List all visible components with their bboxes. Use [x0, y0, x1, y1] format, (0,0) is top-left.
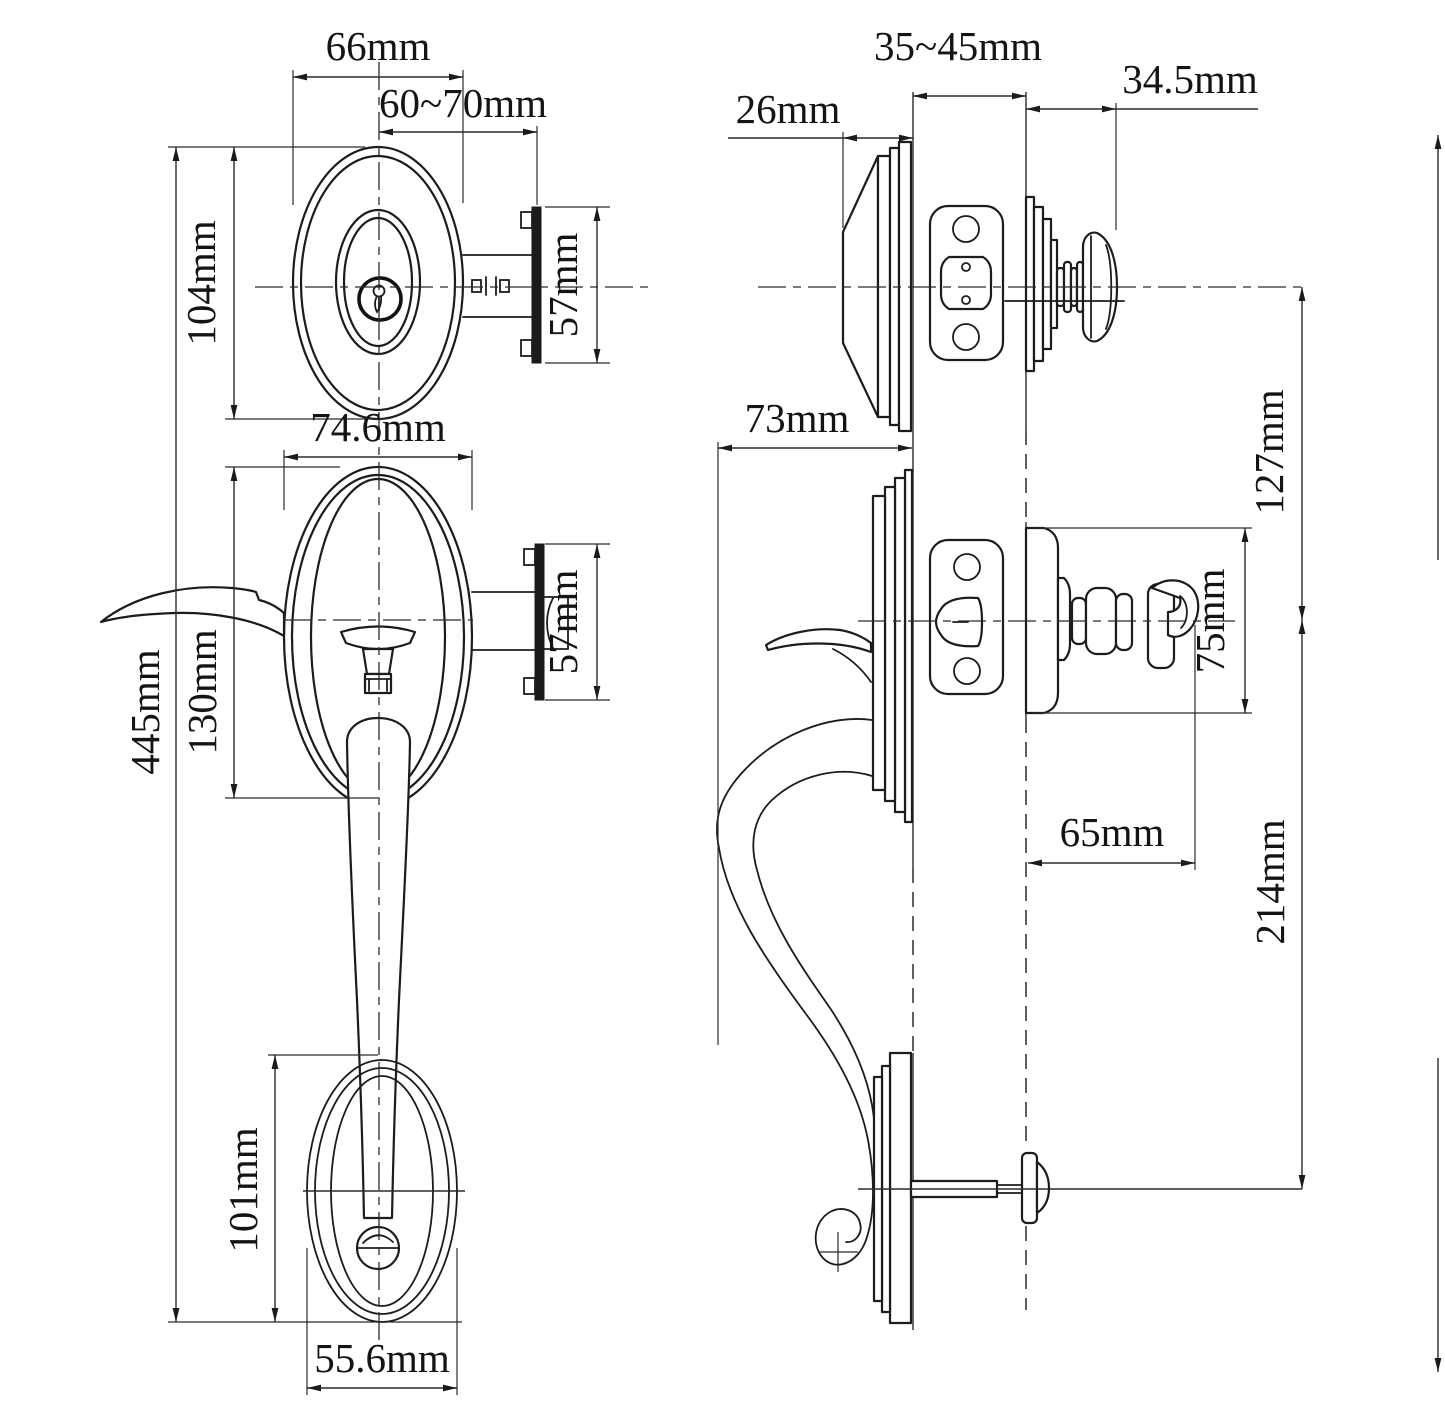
dim-overall-height: 445mm [122, 147, 462, 1323]
dim-label: 130mm [179, 629, 225, 754]
dim-door-thickness: 35~45mm [874, 23, 1042, 100]
dim-label: 101mm [220, 1127, 266, 1252]
interior-lever [1070, 579, 1200, 670]
exterior-rose-side [871, 468, 914, 824]
dim-front-top-width: 66mm [292, 23, 464, 205]
latch-body-side [928, 538, 1005, 696]
dim-mid-faceplate-height: 57mm [540, 543, 610, 701]
dim-label: 66mm [326, 23, 431, 69]
dim-exterior-trim-projection: 26mm [728, 86, 913, 228]
dim-label: 75mm [1187, 569, 1233, 674]
dim-deadbolt-to-lever: 127mm [1246, 287, 1306, 620]
latch-faceplate [534, 543, 545, 701]
dim-label: 57mm [540, 233, 586, 338]
dim-label: 34.5mm [1122, 56, 1258, 102]
dim-label: 35~45mm [874, 23, 1042, 69]
dim-cropped-right-edge [1434, 135, 1442, 1372]
lever-latch-front [471, 543, 569, 701]
dim-label: 60~70mm [379, 80, 547, 126]
dim-label: 73mm [745, 395, 850, 441]
handle-scroll-curl [814, 1208, 867, 1266]
dim-top-faceplate-height: 57mm [540, 206, 610, 364]
dim-knob-projection: 34.5mm [1026, 56, 1258, 230]
dim-bottom-rose-width: 55.6mm [306, 1248, 458, 1395]
front-view [99, 62, 648, 1345]
deadbolt-latch-front [462, 206, 542, 364]
deadbolt-rose-front [291, 145, 465, 421]
handleset-side-view [716, 468, 1200, 1272]
through-bolt [909, 1151, 1051, 1225]
dim-label: 55.6mm [314, 1335, 450, 1381]
dim-label: 57mm [540, 570, 586, 675]
dim-lever-to-bottom: 214mm [1247, 620, 1306, 1189]
dim-top-rose-height: 104mm [168, 146, 383, 420]
interior-rose-side [1024, 526, 1072, 715]
key-cylinder [357, 276, 403, 322]
dim-backset: 60~70mm [379, 80, 547, 205]
dim-label: 65mm [1060, 809, 1165, 855]
lever-thumb-rest [1150, 579, 1200, 638]
dim-bottom-rose-height: 101mm [220, 1054, 378, 1322]
dim-handle-projection: 73mm [717, 395, 912, 1045]
deadbolt-latch-body-side [928, 204, 1005, 362]
dim-label: 104mm [178, 220, 224, 345]
dim-label: 214mm [1247, 819, 1293, 944]
dim-mid-rose-width: 74.6mm [283, 404, 473, 510]
bolt-cap-plate [1020, 1151, 1039, 1225]
dimensions: 66mm 60~70mm 104mm 57mm [122, 23, 1442, 1395]
dim-label: 26mm [736, 86, 841, 132]
dim-label: 74.6mm [310, 404, 446, 450]
side-view [716, 92, 1302, 1330]
dim-mid-rose-height: 130mm [179, 466, 378, 799]
dim-label: 127mm [1246, 389, 1292, 514]
bolt-cap-dome [1035, 1160, 1051, 1215]
handle-wing [99, 586, 286, 638]
thumb-piece-side [764, 628, 873, 683]
dim-lever-projection: 65mm [1028, 625, 1196, 870]
bottom-mount-side [872, 1051, 1051, 1325]
deadbolt-faceplate [531, 206, 542, 364]
dim-label: 445mm [122, 649, 168, 774]
interior-deadbolt-rose [1024, 195, 1059, 373]
exterior-pull-handle-side [716, 718, 878, 1272]
thumb-latch [339, 625, 417, 695]
